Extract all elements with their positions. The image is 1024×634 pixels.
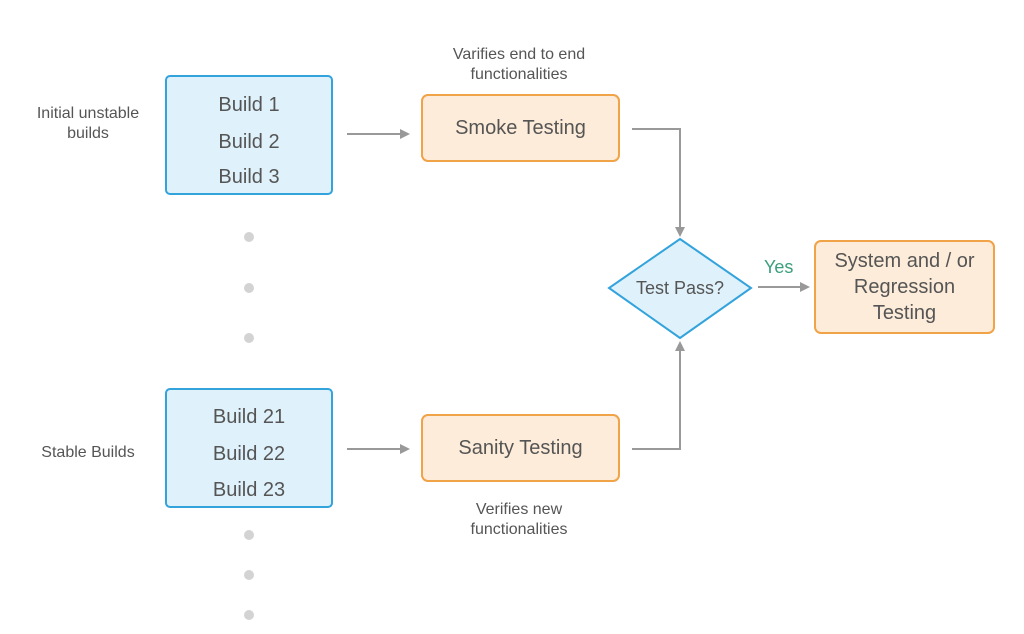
decision-text: Test Pass? <box>635 278 725 298</box>
continuation-dot <box>244 232 254 242</box>
note-sanity-testing: Verifies new functionalities <box>470 501 568 538</box>
build-item: Build 21 <box>212 406 286 428</box>
note-smoke-testing: Varifies end to end functionalities <box>452 46 586 83</box>
continuation-dot <box>244 610 254 620</box>
decision-diamond <box>607 237 753 340</box>
build-item: Build 22 <box>212 443 286 465</box>
build-item: Build 23 <box>212 479 286 501</box>
continuation-dot <box>244 333 254 343</box>
arrow-sanity-to-decision <box>632 341 685 450</box>
arrow-smoke-to-decision <box>632 128 685 237</box>
smoke-testing-box: Smoke Testing <box>421 94 620 162</box>
yes-label: Yes <box>764 257 794 277</box>
sanity-testing-box: Sanity Testing <box>421 414 620 482</box>
build-group-initial: Build 1 Build 2 Build 3 <box>165 75 333 195</box>
label-initial-unstable-builds: Initial unstable builds <box>36 105 140 142</box>
build-item: Build 1 <box>218 94 280 116</box>
build-item: Build 3 <box>218 166 280 188</box>
continuation-dot <box>244 570 254 580</box>
label-stable-builds: Stable Builds <box>41 444 135 461</box>
system-regression-testing-box: System and / or Regression Testing <box>814 240 995 334</box>
continuation-dot <box>244 283 254 293</box>
continuation-dot <box>244 530 254 540</box>
build-group-stable: Build 21 Build 22 Build 23 <box>165 388 333 508</box>
build-item: Build 2 <box>218 131 280 153</box>
